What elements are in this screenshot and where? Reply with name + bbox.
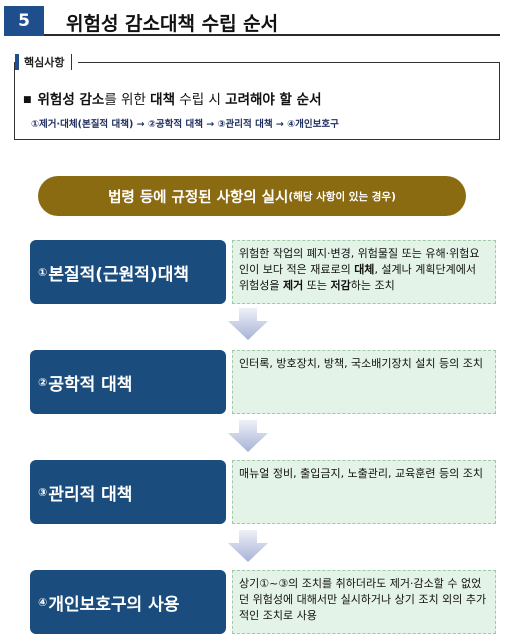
step-4-description: 상기①~③의 조치를 취하더라도 제거·감소할 수 없었던 위험성에 대해서만 … [232, 570, 496, 634]
desc-bold: 대체 [354, 263, 375, 276]
step-2-number: ② [38, 375, 48, 389]
step-3-number: ③ [38, 485, 48, 499]
section-header: 5 위험성 감소대책 수립 순서 [4, 6, 500, 36]
down-arrow-icon [228, 530, 268, 562]
down-arrow-icon [228, 420, 268, 452]
tab-divider [71, 54, 73, 70]
step-4-number: ④ [38, 595, 48, 609]
section-number: 5 [4, 6, 44, 36]
desc-bold: 저감 [330, 279, 351, 292]
desc-text: 하는 조치 [350, 279, 395, 292]
law-requirements-banner: 법령 등에 규정된 사항의 실시(해당 사항이 있는 경우) [38, 176, 466, 216]
text-bold: 고려해야 할 순서 [225, 92, 322, 108]
step-1-number: ① [38, 265, 48, 279]
banner-main-text: 법령 등에 규정된 사항의 실시 [108, 189, 289, 206]
bullet-square-icon: ■ [23, 95, 32, 105]
text-bold: 대책 [150, 92, 176, 108]
desc-text: , 설계나 계획단계에서 위험성을 [239, 263, 477, 292]
tab-accent-bar [15, 54, 19, 70]
text-normal: 수립 시 [175, 92, 226, 108]
down-arrow-icon [228, 308, 268, 340]
step-4-title: 개인보호구의 사용 [48, 594, 180, 615]
step-3-description: 매뉴얼 정비, 출입금지, 노출관리, 교육훈련 등의 조치 [232, 460, 496, 524]
section-title: 위험성 감소대책 수립 순서 [66, 13, 279, 35]
step-1-description: 위험한 작업의 폐지·변경, 위험물질 또는 유해·위험요인이 보다 적은 재료… [232, 240, 496, 304]
step-1-title: 본질적(근원적)대책 [48, 264, 189, 285]
key-points-box: 핵심사항 ■ 위험성 감소를 위한 대책 수립 시 고려해야 할 순서 ①제거·대… [14, 54, 500, 140]
text-bold: 위험성 감소 [37, 92, 105, 108]
step-2-description: 인터록, 방호장치, 방책, 국소배기장치 설치 등의 조치 [232, 350, 496, 414]
step-2-title: 공학적 대책 [48, 374, 133, 395]
section-underline [44, 34, 500, 36]
key-points-label: 핵심사항 [24, 56, 65, 69]
key-points-order: ①제거·대체(본질적 대책) → ②공학적 대책 → ③관리적 대책 → ④개인… [31, 119, 339, 130]
banner-note-text: (해당 사항이 있는 경우) [288, 190, 396, 203]
key-points-tab: 핵심사항 [15, 54, 79, 70]
desc-bold: 제거 [282, 279, 304, 292]
desc-text: 위험한 작업의 폐지·변경, 위험물질 또는 유해·위험요인이 보다 적은 재료… [239, 247, 480, 276]
desc-text: 또는 [303, 279, 331, 292]
step-3-title: 관리적 대책 [48, 484, 133, 505]
text-normal: 를 위한 [104, 92, 151, 108]
key-points-statement: ■ 위험성 감소를 위한 대책 수립 시 고려해야 할 순서 [23, 88, 322, 108]
